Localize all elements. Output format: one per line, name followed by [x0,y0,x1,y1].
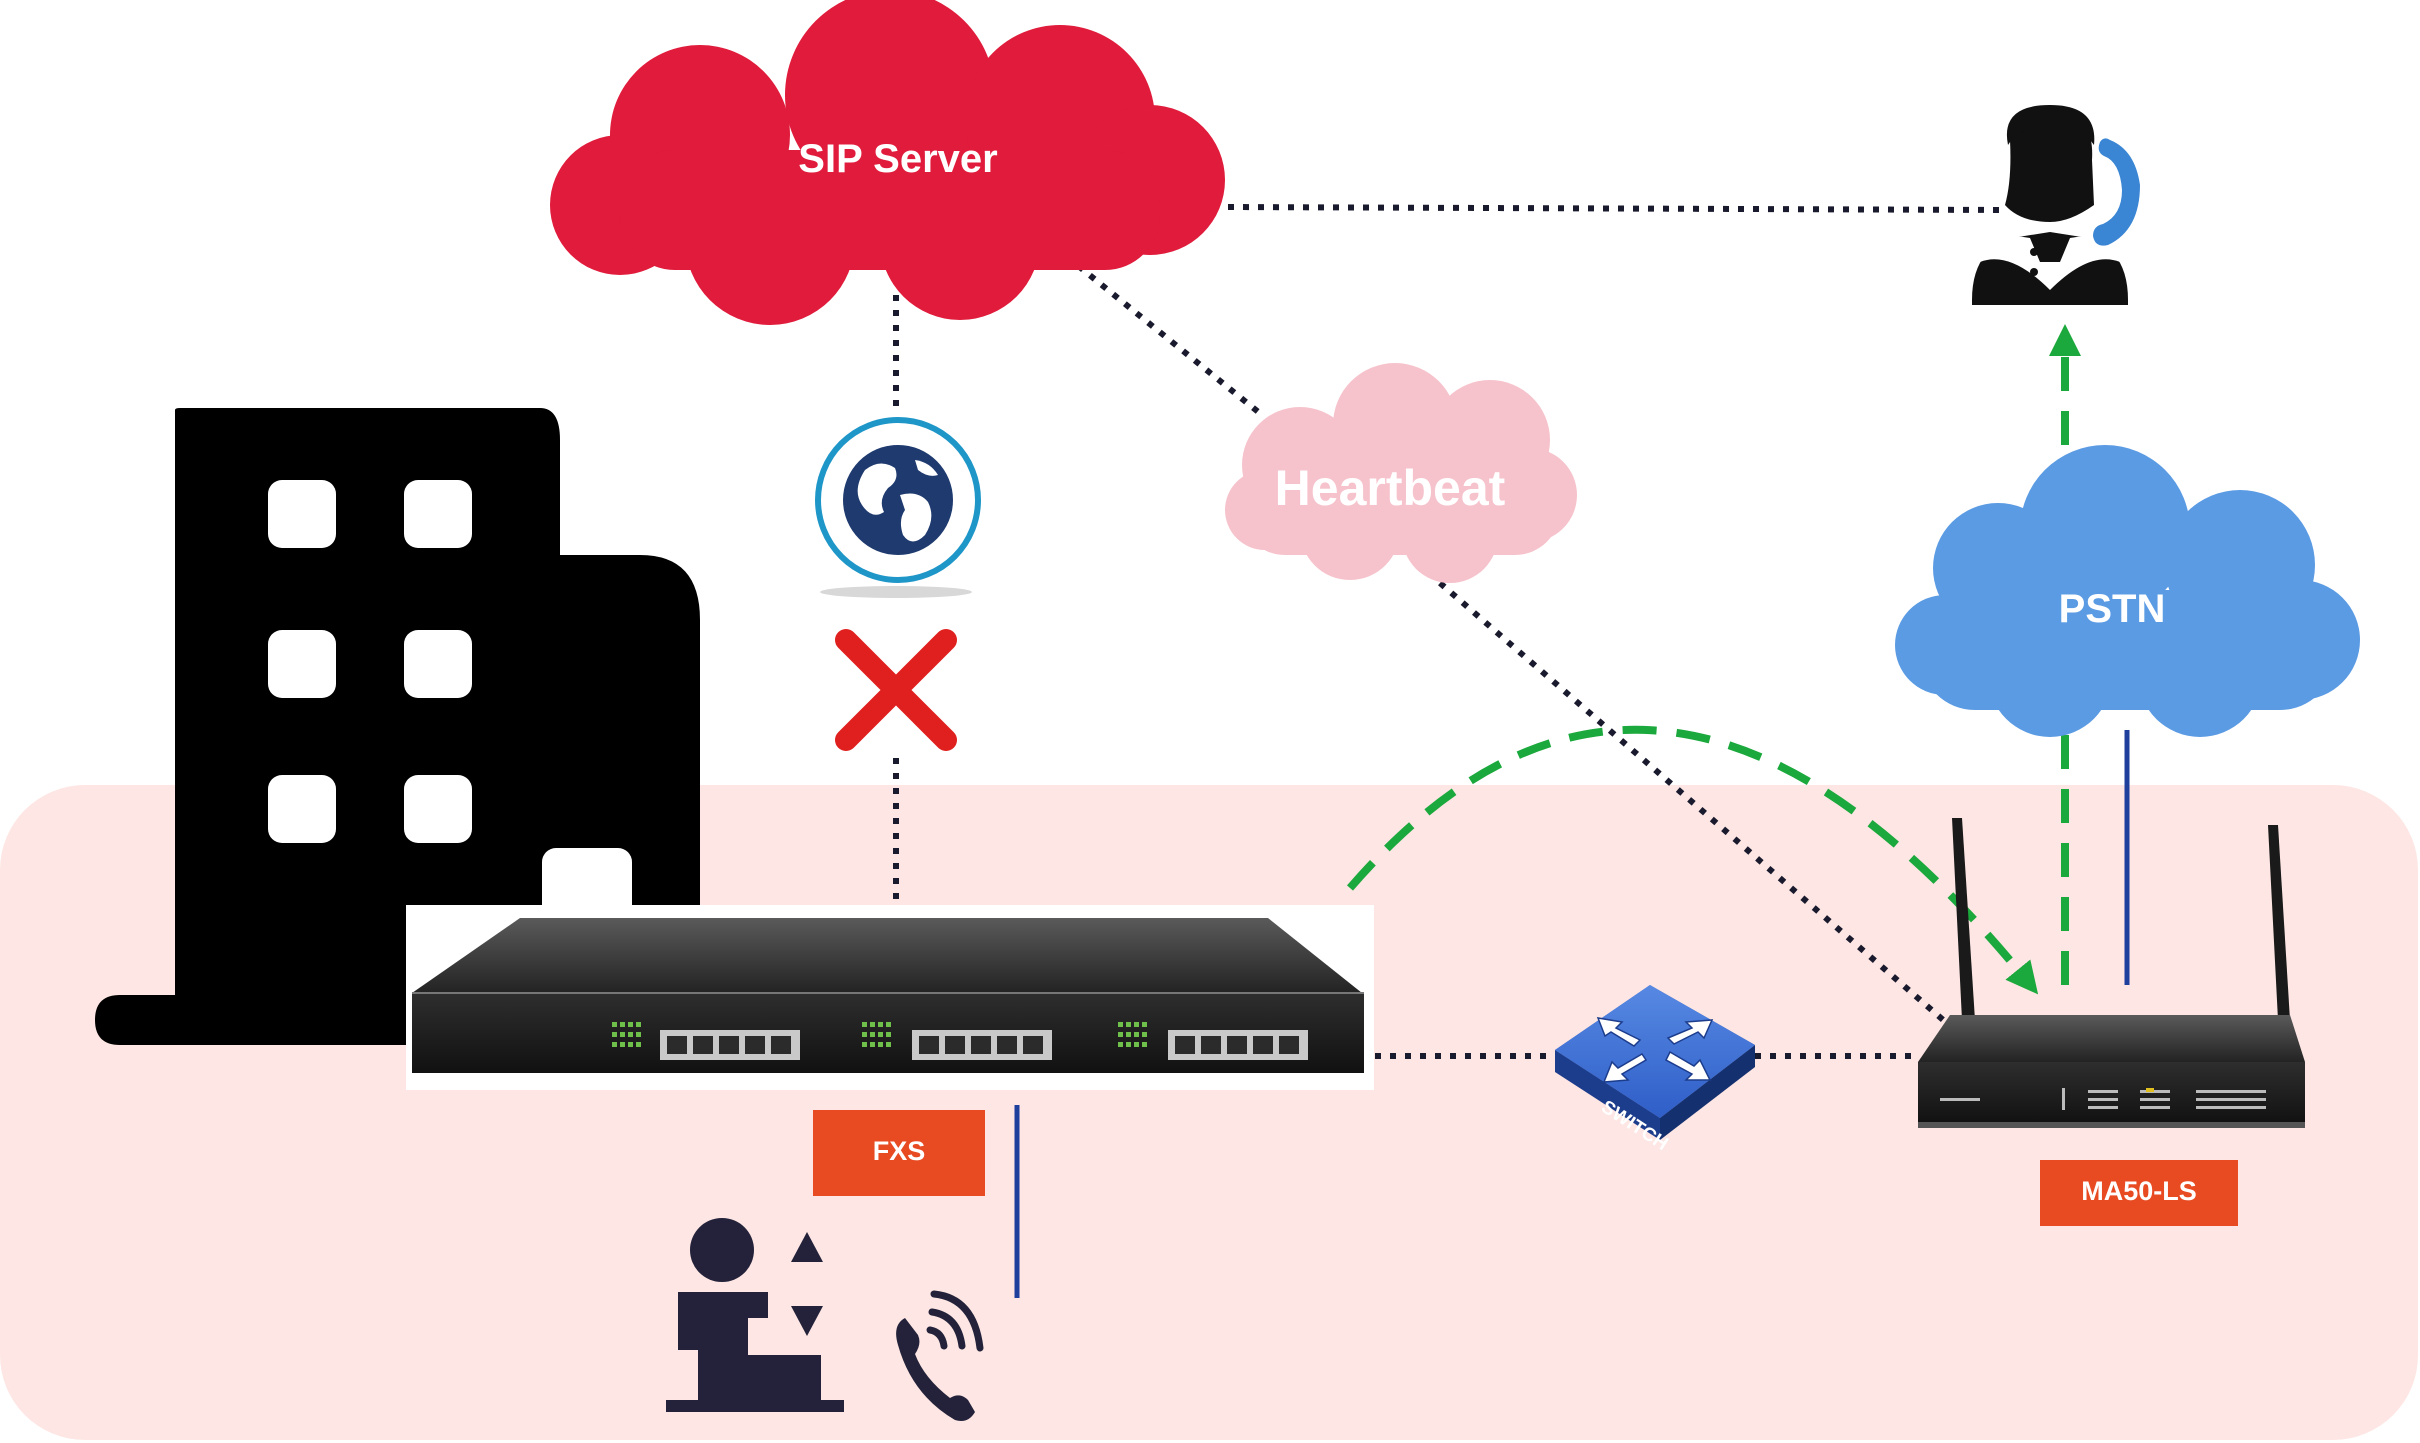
ma50-ls-router [1918,818,2305,1128]
fxs-gateway-device [406,905,1374,1090]
link-sip-to-heartbeat [1053,244,1264,418]
ringing-phone-icon [896,1290,984,1421]
sip-server-cloud [550,0,1225,325]
pstn-cloud [1895,445,2360,737]
ma50-label-box [2040,1160,2238,1226]
fxs-port-group-3 [1118,1022,1308,1060]
switch-icon: SWITCH [1555,985,1755,1155]
call-center-agent-icon [1972,105,2140,305]
ma50-label: MA50-LS [2081,1176,2197,1206]
desk-user-icon [666,1218,844,1412]
heartbeat-label: Heartbeat [1275,460,1506,516]
pstn-label: PSTN [2059,587,2166,631]
fxs-label-box [813,1110,985,1196]
x-mark-icon [835,629,957,751]
link-sip-to-agent [1227,204,2003,213]
dotted-connections [893,204,2003,1068]
fxs-label: FXS [873,1136,926,1166]
sip-server-label: SIP Server [798,137,997,181]
globe-icon [815,417,981,598]
failover-arrow [1346,725,2039,995]
heartbeat-cloud [1225,363,1577,583]
fxs-port-group-2 [862,1022,1052,1060]
fxs-port-group-1 [612,1022,800,1060]
link-heartbeat-to-ma50 [1438,580,1997,1068]
